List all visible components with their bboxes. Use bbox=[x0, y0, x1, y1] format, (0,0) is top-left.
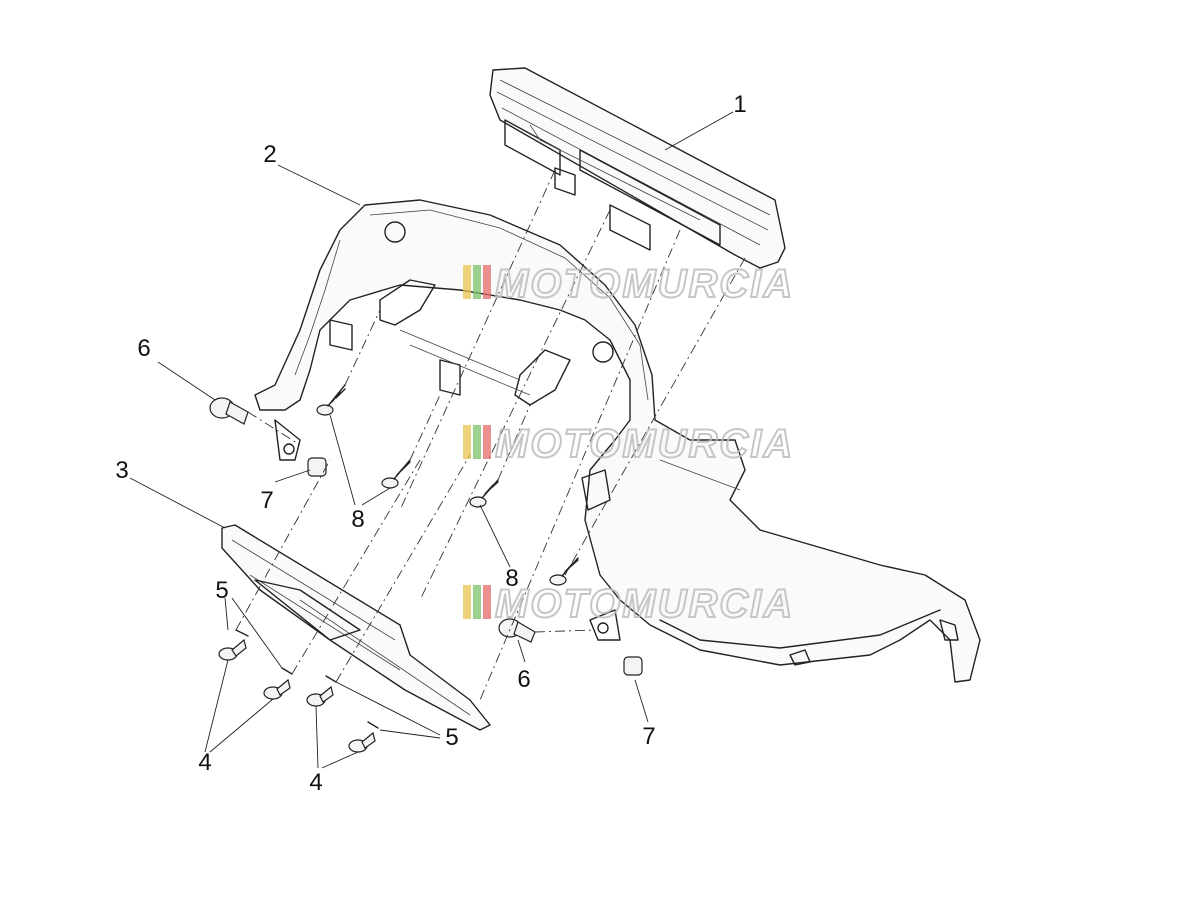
watermark-middle: MOTOMURCIA bbox=[463, 421, 794, 467]
callout-2: 2 bbox=[263, 141, 276, 168]
watermark-stripe bbox=[483, 585, 491, 619]
bushing-item-7-left bbox=[307, 457, 327, 477]
watermark-stripe bbox=[463, 425, 471, 459]
callout-numbers: 1 2 3 4 4 5 5 6 6 7 7 8 8 bbox=[115, 91, 746, 796]
screw-item-6-left bbox=[209, 397, 249, 425]
watermark-text: MOTOMURCIA bbox=[495, 262, 794, 306]
callout-7-left: 7 bbox=[260, 487, 273, 514]
rivet-item-4-b bbox=[263, 678, 291, 700]
watermark-stripe bbox=[473, 585, 481, 619]
screw-item-8-c bbox=[469, 479, 499, 508]
callout-6-left: 6 bbox=[137, 335, 150, 362]
watermark-bottom: MOTOMURCIA bbox=[463, 581, 794, 627]
watermark-stripe bbox=[483, 425, 491, 459]
callout-5-right: 5 bbox=[445, 724, 458, 751]
leader-lines bbox=[129, 111, 734, 769]
rivet-item-4-c bbox=[306, 685, 334, 707]
watermark-stripe bbox=[473, 425, 481, 459]
watermark-stripe bbox=[483, 265, 491, 299]
callout-8-left: 8 bbox=[351, 506, 364, 533]
watermark-stripe bbox=[463, 265, 471, 299]
front-cover-part-2 bbox=[254, 199, 981, 683]
callout-1: 1 bbox=[733, 91, 746, 118]
watermark-stripe bbox=[463, 585, 471, 619]
screw-item-8-a bbox=[316, 384, 346, 416]
watermark-text: MOTOMURCIA bbox=[495, 582, 794, 626]
washer-item-5 bbox=[235, 629, 379, 729]
callout-8-right: 8 bbox=[505, 565, 518, 592]
callout-4-left: 4 bbox=[198, 749, 211, 776]
watermark-stripe bbox=[473, 265, 481, 299]
callout-6-right: 6 bbox=[517, 666, 530, 693]
bushing-item-7-right bbox=[623, 656, 643, 676]
rivet-item-4-a bbox=[218, 638, 247, 661]
callout-3: 3 bbox=[115, 457, 128, 484]
callout-7-right: 7 bbox=[642, 723, 655, 750]
assembly-lines bbox=[235, 169, 746, 701]
callout-4-right: 4 bbox=[309, 769, 322, 796]
watermark-top: MOTOMURCIA bbox=[463, 261, 794, 307]
instrument-cluster-part-1 bbox=[489, 67, 786, 269]
screw-item-8-d bbox=[549, 557, 579, 586]
lower-plate-part-3 bbox=[221, 524, 491, 731]
rivet-item-4-d bbox=[348, 731, 376, 753]
screw-item-6-right bbox=[498, 618, 536, 643]
hardware-items bbox=[209, 384, 643, 753]
callout-5-left: 5 bbox=[215, 577, 228, 604]
watermark-text: MOTOMURCIA bbox=[495, 422, 794, 466]
